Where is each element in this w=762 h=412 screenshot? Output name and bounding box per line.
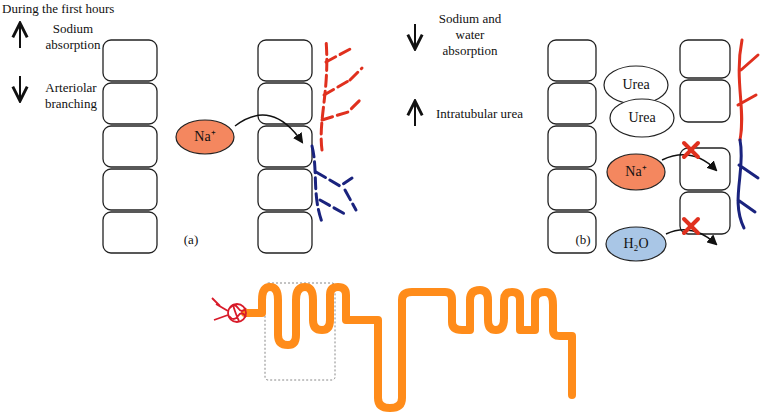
- blocked-mark: [684, 143, 698, 233]
- nephron-tubule: [245, 287, 572, 408]
- node-text: Na⁺: [194, 129, 215, 145]
- panel-label: (a): [176, 232, 206, 248]
- node-text: Urea: [628, 110, 655, 126]
- vessels-a: [312, 40, 362, 222]
- node-text: Urea: [622, 77, 649, 93]
- vessels-b: [738, 40, 758, 228]
- annotation: Intratubular urea: [436, 106, 546, 122]
- annotation: Arteriolar branching: [32, 80, 110, 112]
- annotation: During the first hours: [2, 1, 202, 17]
- ion-ellipse: Na⁺: [175, 119, 235, 155]
- annotation: Sodium absorption: [36, 21, 110, 53]
- annotation: Sodium and water absorption: [437, 11, 503, 59]
- panel-label: (b): [568, 232, 598, 248]
- ion-ellipse: Na⁺: [606, 153, 666, 191]
- glomerulus: [212, 298, 246, 322]
- ion-ellipse: H₂O: [605, 226, 667, 262]
- node-text: H₂O: [623, 236, 648, 252]
- epithelial-cells: [103, 40, 730, 253]
- node-text: Na⁺: [625, 164, 646, 180]
- ion-ellipse: Urea: [609, 98, 675, 138]
